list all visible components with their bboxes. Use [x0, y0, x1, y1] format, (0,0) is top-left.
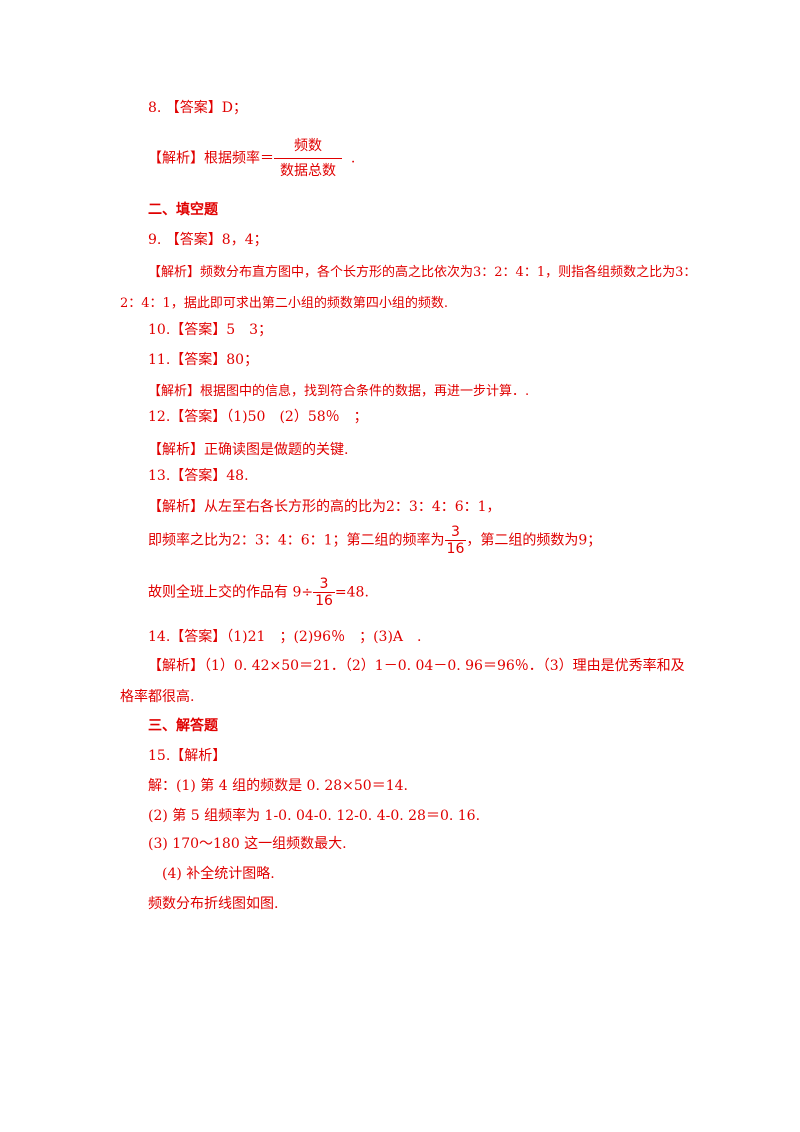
q14-analysis-line1: 【解析】（1）0. 42×50＝21．（2）1－0. 04－0. 96＝96％．…	[148, 658, 685, 674]
q13-fraction-2-numerator: 3	[313, 576, 335, 593]
q11-analysis: 【解析】根据图中的信息，找到符合条件的数据，再进一步计算．.	[148, 384, 530, 399]
q8-fraction: 频数数据总数	[274, 136, 342, 181]
q13-fraction-2-denominator: 16	[315, 593, 333, 609]
q13-analysis-line1: 【解析】从左至右各长方形的高的比为2：3：4：6：1，	[148, 499, 501, 515]
q13-line2-a: 即频率之比为2：3：4：6：1；第二组的频率为	[148, 532, 445, 549]
q8-analysis-suffix: .	[350, 150, 356, 167]
q8-fraction-denominator: 数据总数	[280, 163, 336, 179]
q13-line2-b: ，第二组的频数为9；	[466, 532, 602, 549]
q15-line3: (3) 170～180 这一组频数最大.	[148, 836, 347, 852]
q8-fraction-numerator: 频数	[274, 136, 342, 159]
q13-line3-b: =48.	[334, 584, 369, 601]
q13-fraction-denominator: 16	[446, 541, 465, 557]
q9-answer: 9. 【答案】8，4；	[148, 232, 268, 248]
q15-line5: 频数分布折线图如图.	[148, 896, 279, 912]
section-title-solutions: 三、解答题	[148, 718, 218, 734]
q13-answer: 13.【答案】48.	[148, 468, 249, 484]
q11-answer: 11.【答案】80；	[148, 352, 259, 368]
q10-answer: 10.【答案】5 3；	[148, 322, 273, 338]
q15-line2: (2) 第 5 组频率为 1-0. 04-0. 12-0. 4-0. 28＝0.…	[148, 808, 481, 824]
q13-line3-a: 故则全班上交的作品有 9÷	[148, 584, 314, 601]
q15-label: 15.【解析】	[148, 748, 227, 764]
q15-line1: 解：(1) 第 4 组的频数是 0. 28×50＝14.	[148, 778, 408, 794]
q15-line4: (4) 补全统计图略.	[162, 866, 275, 882]
q9-analysis-line1: 【解析】频数分布直方图中，各个长方形的高之比依次为3：2：4：1，则指各组频数之…	[148, 265, 697, 280]
q8-answer: 8. 【答案】D；	[148, 100, 248, 116]
q12-analysis: 【解析】正确读图是做题的关键.	[148, 442, 349, 458]
q8-analysis-prefix: 【解析】根据频率＝	[148, 150, 274, 167]
q14-answer: 14.【答案】（1)21 ；(2)96％ ；(3)A .	[148, 629, 422, 645]
q13-fraction-numerator: 3	[444, 524, 467, 541]
q12-answer: 12.【答案】（1)50 (2）58％ ；	[148, 409, 368, 425]
q14-analysis-line2: 格率都很高.	[120, 689, 195, 705]
q8-analysis: 【解析】根据频率＝频数数据总数 .	[148, 136, 355, 181]
section-title-fill-blank: 二、填空题	[148, 202, 218, 218]
q9-analysis-line2: 2：4：1，据此即可求出第二小组的频数第四小组的频数.	[120, 296, 448, 311]
